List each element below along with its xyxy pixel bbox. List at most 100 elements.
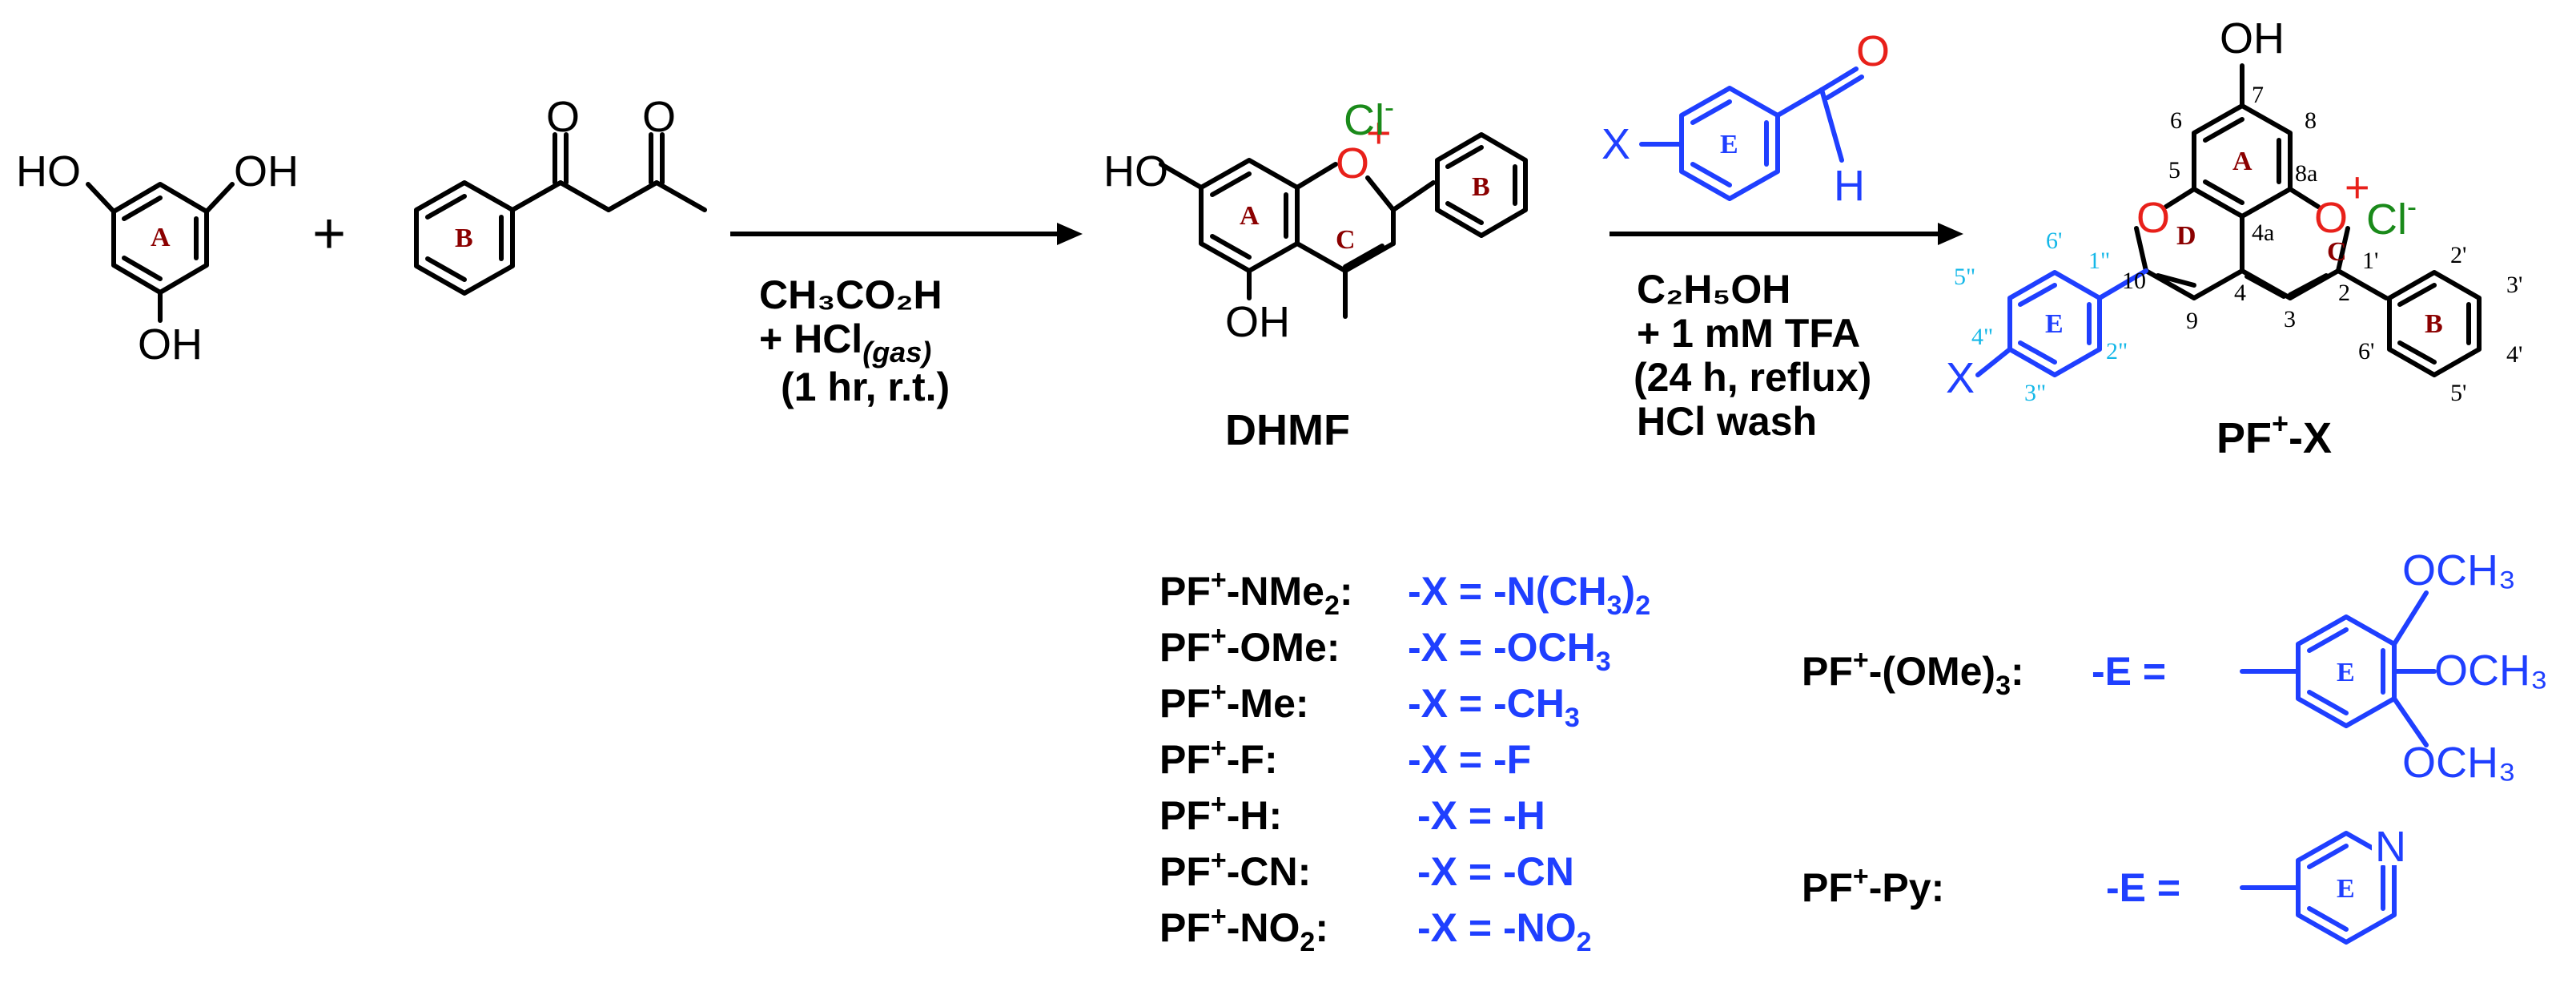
product-o-pyrylium: O xyxy=(2314,194,2348,242)
plus-sign: + xyxy=(312,202,346,266)
legend-value-h: -X = -H xyxy=(1417,793,1545,838)
step2-acid: + 1 mM TFA xyxy=(1637,311,1860,356)
dhmf-chloride: Cl- xyxy=(1344,91,1394,144)
dhmf-ring-b: B xyxy=(1472,172,1490,202)
step2-arrow xyxy=(1609,223,1963,245)
ketone-o2-label: O xyxy=(642,93,676,141)
ring-b-label: B xyxy=(455,224,473,253)
ketone-o1-label: O xyxy=(546,93,580,141)
step2-wash: HCl wash xyxy=(1637,399,1817,444)
locant-6pp: 6' xyxy=(2046,228,2062,254)
locant-1prime: 1' xyxy=(2362,248,2378,274)
product-chloride: Cl- xyxy=(2366,190,2417,244)
locant-6prime: 6' xyxy=(2358,338,2374,365)
legend-name-h: PF+-H: xyxy=(1159,789,1282,838)
locant-2pp: 2" xyxy=(2106,338,2128,365)
legend-name-cn: PF+-CN: xyxy=(1159,845,1311,894)
locant-5prime: 5' xyxy=(2450,380,2466,406)
locant-8a: 8a xyxy=(2295,160,2317,187)
locant-10: 10 xyxy=(2122,268,2146,294)
legend-value-py: -E = xyxy=(2106,865,2180,910)
legend-name-nme2: PF+-NMe2: xyxy=(1159,565,1353,621)
legend-value-ome3: -E = xyxy=(2092,649,2166,694)
locant-4: 4 xyxy=(2234,280,2246,306)
step2-solvent: C₂H₅OH xyxy=(1637,267,1790,312)
product-structure: OH X O O + Cl- xyxy=(1946,14,2522,462)
locant-7: 7 xyxy=(2252,82,2264,108)
oh-bottom-label: OH xyxy=(138,320,203,369)
product-ring-a: A xyxy=(2232,147,2252,176)
locant-1pp: 1" xyxy=(2088,248,2110,274)
step2-conditions: C₂H₅OH + 1 mM TFA (24 h, reflux) HCl was… xyxy=(1634,267,1871,444)
dhmf-pyrylium-o: O xyxy=(1336,139,1369,187)
locant-4prime: 4' xyxy=(2506,341,2522,368)
legend-name-me: PF+-Me: xyxy=(1159,677,1309,726)
dhmf-name: DHMF xyxy=(1225,406,1350,454)
aldehyde-ring-e: E xyxy=(1720,130,1738,159)
product-ring-b: B xyxy=(2425,309,2443,339)
locant-3prime: 3' xyxy=(2506,272,2522,298)
locant-3pp: 3" xyxy=(2024,380,2046,406)
oh-right-label: OH xyxy=(234,147,299,195)
dhmf-ring-a: A xyxy=(1240,201,1260,231)
legend-x: PF+-NMe2: -X = -N(CH3)2 PF+-OMe: -X = -O… xyxy=(1159,565,1650,957)
legend-name-ome: PF+-OMe: xyxy=(1159,621,1340,670)
legend-ome3-mid: OCH₃ xyxy=(2434,647,2548,695)
legend-value-me: -X = -CH3 xyxy=(1408,681,1580,733)
product-o-pyran: O xyxy=(2136,194,2170,242)
locant-5pp: 5" xyxy=(1954,264,1975,290)
legend-py-n: N xyxy=(2375,823,2406,871)
locant-3: 3 xyxy=(2284,306,2296,332)
legend-value-no2: -X = -NO2 xyxy=(1417,905,1592,957)
step1-time: (1 hr, r.t.) xyxy=(781,365,950,409)
legend-name-ome3: PF+-(OMe)3: xyxy=(1802,645,2024,701)
product-x: X xyxy=(1946,354,1975,402)
legend-name-py: PF+-Py: xyxy=(1802,861,1944,910)
dhmf-plus: + xyxy=(1366,109,1392,157)
product-plus: + xyxy=(2345,163,2370,212)
legend-name-no2: PF+-NO2: xyxy=(1159,901,1328,957)
dhmf-ring-c: C xyxy=(1336,225,1356,255)
legend-e-pyridyl: PF+-Py: -E = N E xyxy=(1802,823,2406,945)
aldehyde-x: X xyxy=(1601,120,1630,168)
locant-4a: 4a xyxy=(2252,220,2274,246)
aldehyde-reagent: X O H E xyxy=(1601,27,1890,210)
product-ring-e: E xyxy=(2045,309,2064,339)
dhmf-oh-label: OH xyxy=(1225,298,1290,346)
locant-2: 2 xyxy=(2338,280,2350,306)
aldehyde-o: O xyxy=(1856,27,1890,75)
step1-conditions: CH₃CO₂H + HCl(gas) (1 hr, r.t.) xyxy=(759,272,950,409)
benzoylacetone: O O B xyxy=(414,93,707,296)
phloroglucinol: HO OH OH A xyxy=(16,147,299,369)
legend-value-f: -X = -F xyxy=(1408,737,1531,782)
legend-value-nme2: -X = -N(CH3)2 xyxy=(1408,569,1650,621)
dhmf-structure: O + Cl- HO OH A C B DHMF xyxy=(1103,91,1528,454)
legend-ome3-ring-e: E xyxy=(2337,658,2355,687)
legend-e-trimethoxy: PF+-(OMe)3: -E = E OCH₃ OCH₃ OCH₃ xyxy=(1802,546,2548,787)
ho-left-label: HO xyxy=(16,147,81,195)
legend-value-ome: -X = -OCH3 xyxy=(1408,625,1611,677)
legend-ome3-top: OCH₃ xyxy=(2402,546,2516,594)
locant-2prime: 2' xyxy=(2450,242,2466,268)
product-oh: OH xyxy=(2220,14,2285,62)
legend-name-f: PF+-F: xyxy=(1159,733,1278,782)
product-ring-d: D xyxy=(2176,221,2196,251)
locant-6: 6 xyxy=(2170,107,2182,134)
legend-ome3-bot: OCH₃ xyxy=(2402,739,2516,787)
locant-8: 8 xyxy=(2305,107,2317,134)
legend-py-ring-e: E xyxy=(2337,874,2355,904)
aldehyde-h: H xyxy=(1834,162,1865,210)
locant-5: 5 xyxy=(2168,157,2180,183)
step1-solvent: CH₃CO₂H xyxy=(759,272,942,317)
step2-time: (24 h, reflux) xyxy=(1634,355,1871,400)
locant-4pp: 4" xyxy=(1971,324,1993,350)
dhmf-ho-label: HO xyxy=(1103,147,1168,195)
step1-arrow xyxy=(730,223,1083,245)
product-name: PF+-X xyxy=(2216,407,2332,462)
legend-value-cn: -X = -CN xyxy=(1417,849,1574,894)
product-ring-c: C xyxy=(2327,237,2347,267)
ring-a-label: A xyxy=(151,223,171,252)
step1-acid: + HCl(gas) xyxy=(759,316,931,369)
locant-9: 9 xyxy=(2186,308,2198,334)
